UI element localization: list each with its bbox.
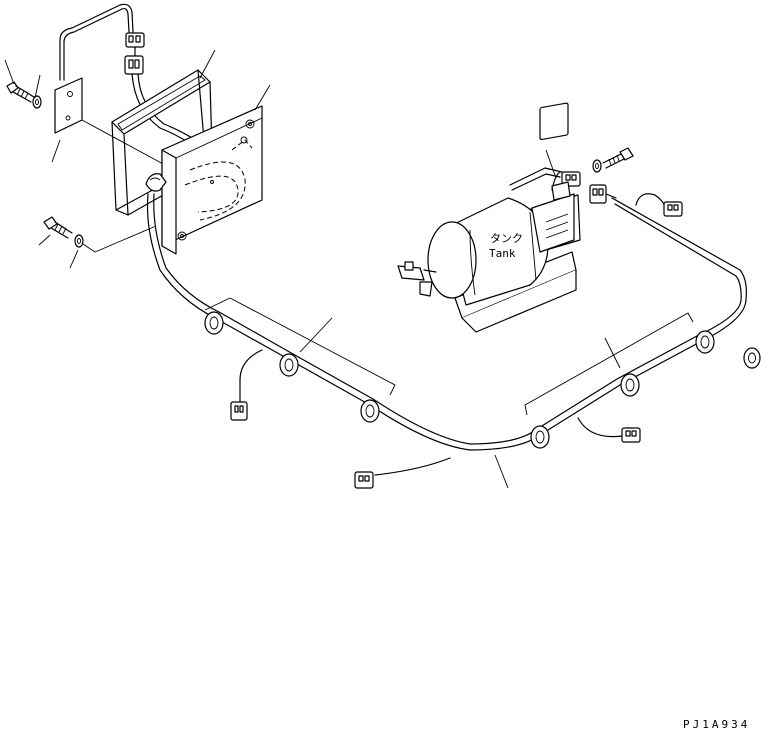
tank-valve <box>397 261 437 297</box>
mounting-panel <box>161 105 263 255</box>
drawing-code: PJ1A934 <box>683 718 750 731</box>
branch-connector-3 <box>577 417 641 443</box>
bolt-lower <box>43 216 73 239</box>
tank-washer <box>592 159 602 173</box>
loose-grommet <box>743 347 761 369</box>
right-connector <box>589 184 617 204</box>
wiring-harness <box>146 193 747 451</box>
leader-lines-tank <box>545 149 557 179</box>
top-wire <box>59 3 134 81</box>
harness-clamps <box>204 311 715 449</box>
branch-connector-2 <box>354 457 451 489</box>
far-right-connector <box>635 193 683 217</box>
top-connector <box>124 32 221 163</box>
tank-label-en: Tank <box>489 247 516 260</box>
air-tank: タンク Tank <box>427 102 575 306</box>
callout-bracket-right <box>524 312 694 416</box>
tank-connector <box>551 171 581 201</box>
washer-lower <box>74 225 157 253</box>
tank-label-jp: タンク <box>490 232 523 245</box>
panel-grommet <box>145 173 167 192</box>
callout-bracket-left <box>204 297 396 396</box>
washer-upper <box>32 95 42 109</box>
leader-lines-topleft <box>4 49 271 269</box>
branch-connector-1 <box>230 349 263 421</box>
bolt-upper <box>6 81 35 103</box>
tank-bolt <box>602 147 634 169</box>
leader-lines-harness <box>299 317 621 489</box>
bracket-plate <box>54 77 166 166</box>
